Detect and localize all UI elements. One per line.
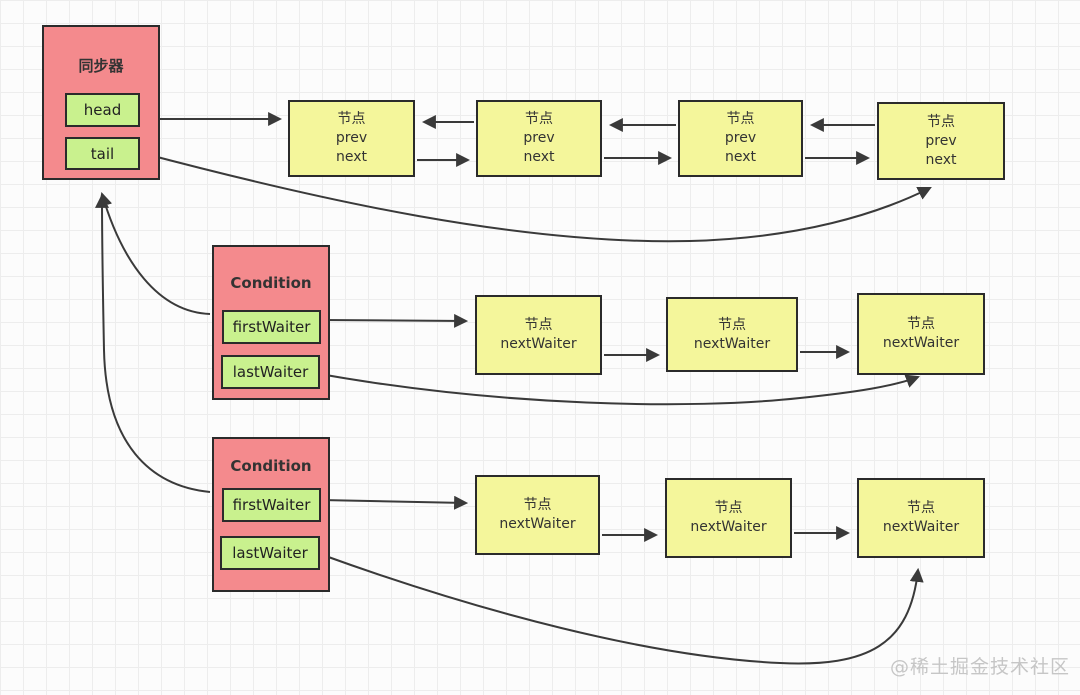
- node-title: 节点: [524, 317, 553, 333]
- node-prev-label: prev: [925, 132, 957, 149]
- arrow-tail-to-node4: [141, 152, 932, 243]
- node-prev-label: prev: [724, 130, 757, 146]
- node-next-label: next: [335, 149, 367, 165]
- last-waiter-field: lastWaiter: [220, 536, 320, 570]
- condition-panel-1: Condition firstWaiter lastWaiter: [212, 245, 330, 400]
- arrow-firstwaiter2-to-node1: [320, 495, 469, 510]
- condition2-node-1: 节点 nextWaiter: [475, 475, 600, 555]
- node-prev-label: prev: [523, 130, 555, 146]
- sync-queue-node-1: 节点 prev next: [288, 100, 415, 177]
- synchronizer-title: 同步器: [78, 57, 124, 75]
- condition1-node-1: 节点 nextWaiter: [475, 295, 602, 375]
- node-next-label: next: [724, 149, 756, 165]
- node-title: 节点: [525, 111, 553, 127]
- node-title: 节点: [718, 316, 746, 333]
- arrow-firstwaiter1-to-node1: [320, 313, 469, 328]
- node-title: 节点: [907, 316, 935, 332]
- node-title: 节点: [927, 113, 955, 130]
- head-field: head: [65, 93, 140, 127]
- arrow-lastwaiter2-to-node3: [319, 553, 924, 665]
- condition2-node-3: 节点 nextWaiter: [857, 478, 985, 558]
- arrow-condition1-to-synchronizer: [98, 191, 211, 315]
- node-nextwaiter-label: nextWaiter: [882, 335, 960, 351]
- tail-field: tail: [65, 137, 140, 170]
- condition-title: Condition: [230, 274, 312, 292]
- node-prev-label: prev: [335, 130, 368, 146]
- first-waiter-field: firstWaiter: [222, 310, 321, 344]
- node-title: 节点: [523, 497, 552, 513]
- node-nextwaiter-label: nextWaiter: [693, 335, 771, 352]
- node-title: 节点: [337, 111, 366, 127]
- sync-queue-node-3: 节点 prev next: [678, 100, 803, 177]
- node-title: 节点: [714, 500, 743, 516]
- sync-queue-node-2: 节点 prev next: [476, 100, 602, 177]
- node-nextwaiter-label: nextWaiter: [882, 519, 960, 535]
- condition1-node-2: 节点 nextWaiter: [666, 297, 798, 372]
- last-waiter-field: lastWaiter: [221, 355, 320, 389]
- condition-panel-2: Condition firstWaiter lastWaiter: [212, 437, 330, 592]
- arrow-lastwaiter1-to-node3: [319, 373, 920, 406]
- node-title: 节点: [726, 111, 755, 127]
- arrow-condition2-to-synchronizer: [95, 193, 211, 493]
- node-nextwaiter-label: nextWaiter: [690, 519, 767, 535]
- node-nextwaiter-label: nextWaiter: [500, 336, 577, 352]
- synchronizer-panel: 同步器 head tail: [42, 25, 160, 180]
- node-nextwaiter-label: nextWaiter: [499, 516, 576, 532]
- sync-queue-node-4: 节点 prev next: [877, 102, 1005, 180]
- node-title: 节点: [907, 500, 935, 516]
- watermark: @稀土掘金技术社区: [890, 656, 1071, 678]
- condition2-node-2: 节点 nextWaiter: [665, 478, 792, 558]
- node-next-label: next: [523, 149, 555, 165]
- condition1-node-3: 节点 nextWaiter: [857, 293, 985, 375]
- first-waiter-field: firstWaiter: [222, 488, 321, 522]
- condition-title: Condition: [230, 457, 312, 475]
- node-next-label: next: [925, 151, 957, 168]
